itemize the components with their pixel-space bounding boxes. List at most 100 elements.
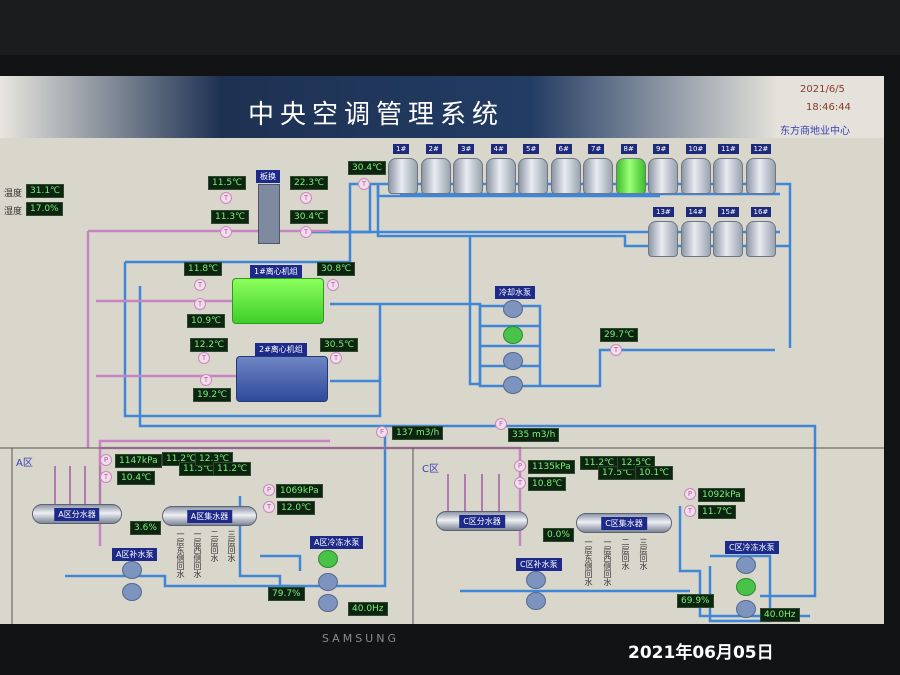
cooling-tower[interactable]: 13# <box>648 207 678 257</box>
outdoor-temp-label: 温度 <box>4 189 23 199</box>
zone-a-divider[interactable]: A区分水器 <box>32 504 122 524</box>
plate-heat-exchanger[interactable] <box>258 184 280 244</box>
zone-a-pump-valve: 79.7% <box>268 587 305 601</box>
temp-sensor-icon: T <box>330 352 342 364</box>
time-display: 18:46:44 <box>806 102 851 113</box>
cooling-tower-icon <box>648 158 678 194</box>
zone-a-chw-pump-2[interactable] <box>318 573 338 591</box>
cooling-tower-icon <box>420 158 451 194</box>
pressure-sensor-icon: P <box>684 488 696 500</box>
cooling-tower[interactable]: 11# <box>713 144 743 194</box>
zone-a-chw-pump-1[interactable] <box>318 550 338 568</box>
cooling-tower-label: 2# <box>425 144 442 154</box>
zone-a-bypass-valve: 3.6% <box>130 521 161 535</box>
zone-a-label: A区 <box>16 458 33 469</box>
chiller2-chw-out-temp: 19.2℃ <box>193 388 232 402</box>
cooling-tower[interactable]: 16# <box>745 207 776 257</box>
cooling-tower-label: 16# <box>750 207 772 217</box>
cooling-tower-label: 8# <box>620 144 637 154</box>
flow-sensor-icon: F <box>495 418 507 430</box>
zone-a-supply-temp: 10.4℃ <box>117 471 156 485</box>
cooling-tower[interactable]: 4# <box>485 144 516 194</box>
hx-left-in-temp: 11.5℃ <box>208 176 247 190</box>
zone-c-collector[interactable]: C区集水器 <box>576 513 672 533</box>
temp-sensor-icon: T <box>263 501 275 513</box>
zone-a-collector[interactable]: A区集水器 <box>162 506 257 526</box>
temp-sensor-icon: T <box>194 298 206 310</box>
cooling-tower-icon <box>680 221 711 257</box>
outdoor-temp-readout: 31.1℃ <box>26 184 65 198</box>
zone-c-return-pressure: 1092kPa <box>698 488 745 502</box>
cooling-tower-icon <box>713 158 743 194</box>
chiller2-chw-in-temp: 12.2℃ <box>190 338 229 352</box>
zone-c-makeup-pump-1[interactable] <box>526 571 546 589</box>
plate-hx-label: 板换 <box>256 170 280 183</box>
cooling-tower[interactable]: 6# <box>550 144 581 194</box>
zone-a-return-pressure: 1069kPa <box>276 484 323 498</box>
zone-a-branch-label: 一层东侧回水 <box>176 530 185 578</box>
cooling-tower-icon <box>453 158 483 194</box>
page-title: 中央空调管理系统 <box>248 100 505 130</box>
cooling-tower-icon <box>648 221 678 257</box>
zone-a-makeup-label: A区补水泵 <box>112 548 158 561</box>
cooling-tower[interactable]: 8# <box>615 144 646 194</box>
cooling-tower[interactable]: 15# <box>713 207 743 257</box>
zone-c-branch-label: 二层回水 <box>621 538 630 570</box>
cooling-return-temp: 29.7℃ <box>600 328 639 342</box>
zone-a-makeup-pump-2[interactable] <box>122 583 142 601</box>
cooling-tower[interactable]: 7# <box>583 144 613 194</box>
zone-a-chw-pump-3[interactable] <box>318 594 338 612</box>
temp-sensor-icon: T <box>100 471 112 483</box>
cooling-tower[interactable]: 12# <box>745 144 776 194</box>
cooling-tower[interactable]: 9# <box>648 144 678 194</box>
cooling-tower-label: 15# <box>718 207 739 217</box>
cooling-pump-4[interactable] <box>503 376 523 394</box>
cooling-tower-icon <box>745 221 776 257</box>
hx-left-out-temp: 11.3℃ <box>211 210 250 224</box>
cooling-pump-1[interactable] <box>503 300 523 318</box>
cooling-tower-label: 9# <box>653 144 670 154</box>
temp-sensor-icon: T <box>684 505 696 517</box>
zone-c-return-temp: 11.7℃ <box>698 505 737 519</box>
zone-c-makeup-pump-2[interactable] <box>526 592 546 610</box>
site-name: 东方商地业中心 <box>780 126 850 137</box>
cooling-tower-label: 12# <box>750 144 772 154</box>
zone-a-branch-temp-4: 11.2℃ <box>213 462 252 476</box>
cooling-tower[interactable]: 14# <box>680 207 711 257</box>
cooling-tower[interactable]: 3# <box>453 144 483 194</box>
zone-c-chw-pump-2[interactable] <box>736 578 756 596</box>
zone-a-flow: 137 m3/h <box>392 426 444 440</box>
temp-sensor-icon: T <box>514 477 526 489</box>
zone-c-chw-pump-3[interactable] <box>736 600 756 618</box>
cooling-tower-label: 5# <box>523 144 540 154</box>
temp-sensor-icon: T <box>200 374 212 386</box>
temp-sensor-icon: T <box>220 192 232 204</box>
zone-a-makeup-pump-1[interactable] <box>122 561 142 579</box>
zone-a-branch-label: 一层西侧回水 <box>193 530 202 578</box>
cooling-tower-icon <box>615 158 646 194</box>
hx-right-in-temp: 22.3℃ <box>290 176 329 190</box>
scada-screen: 中央空调管理系统 2021/6/5 18:46:44 东方商地业中心 <box>0 76 884 624</box>
chiller-2[interactable] <box>236 356 328 402</box>
cooling-tower[interactable]: 10# <box>680 144 711 194</box>
zone-c-divider-label: C区分水器 <box>459 515 505 528</box>
zone-a-branch-label: 三层回水 <box>227 530 236 562</box>
chiller-1[interactable] <box>232 278 324 324</box>
cooling-tower[interactable]: 1# <box>388 144 418 194</box>
zone-c-chw-pump-1[interactable] <box>736 556 756 574</box>
cooling-tower[interactable]: 5# <box>518 144 548 194</box>
cooling-pump-2[interactable] <box>503 326 523 344</box>
zone-a-return-temp: 12.0℃ <box>277 501 316 515</box>
flow-sensor-icon: F <box>376 426 388 438</box>
cooling-tower-label: 4# <box>490 144 507 154</box>
cooling-pump-3[interactable] <box>503 352 523 370</box>
temp-sensor-icon: T <box>300 226 312 238</box>
cooling-tower-label: 10# <box>685 144 707 154</box>
cooling-tower[interactable]: 2# <box>420 144 451 194</box>
zone-a-chw-pumps-label: A区冷冻水泵 <box>310 536 364 549</box>
temp-sensor-icon: T <box>220 226 232 238</box>
zone-c-divider[interactable]: C区分水器 <box>436 511 528 531</box>
cooling-pumps-label: 冷却水泵 <box>495 286 535 299</box>
chiller1-chw-in-temp: 11.8℃ <box>184 262 223 276</box>
outdoor-humidity-readout: 17.0% <box>26 202 63 216</box>
